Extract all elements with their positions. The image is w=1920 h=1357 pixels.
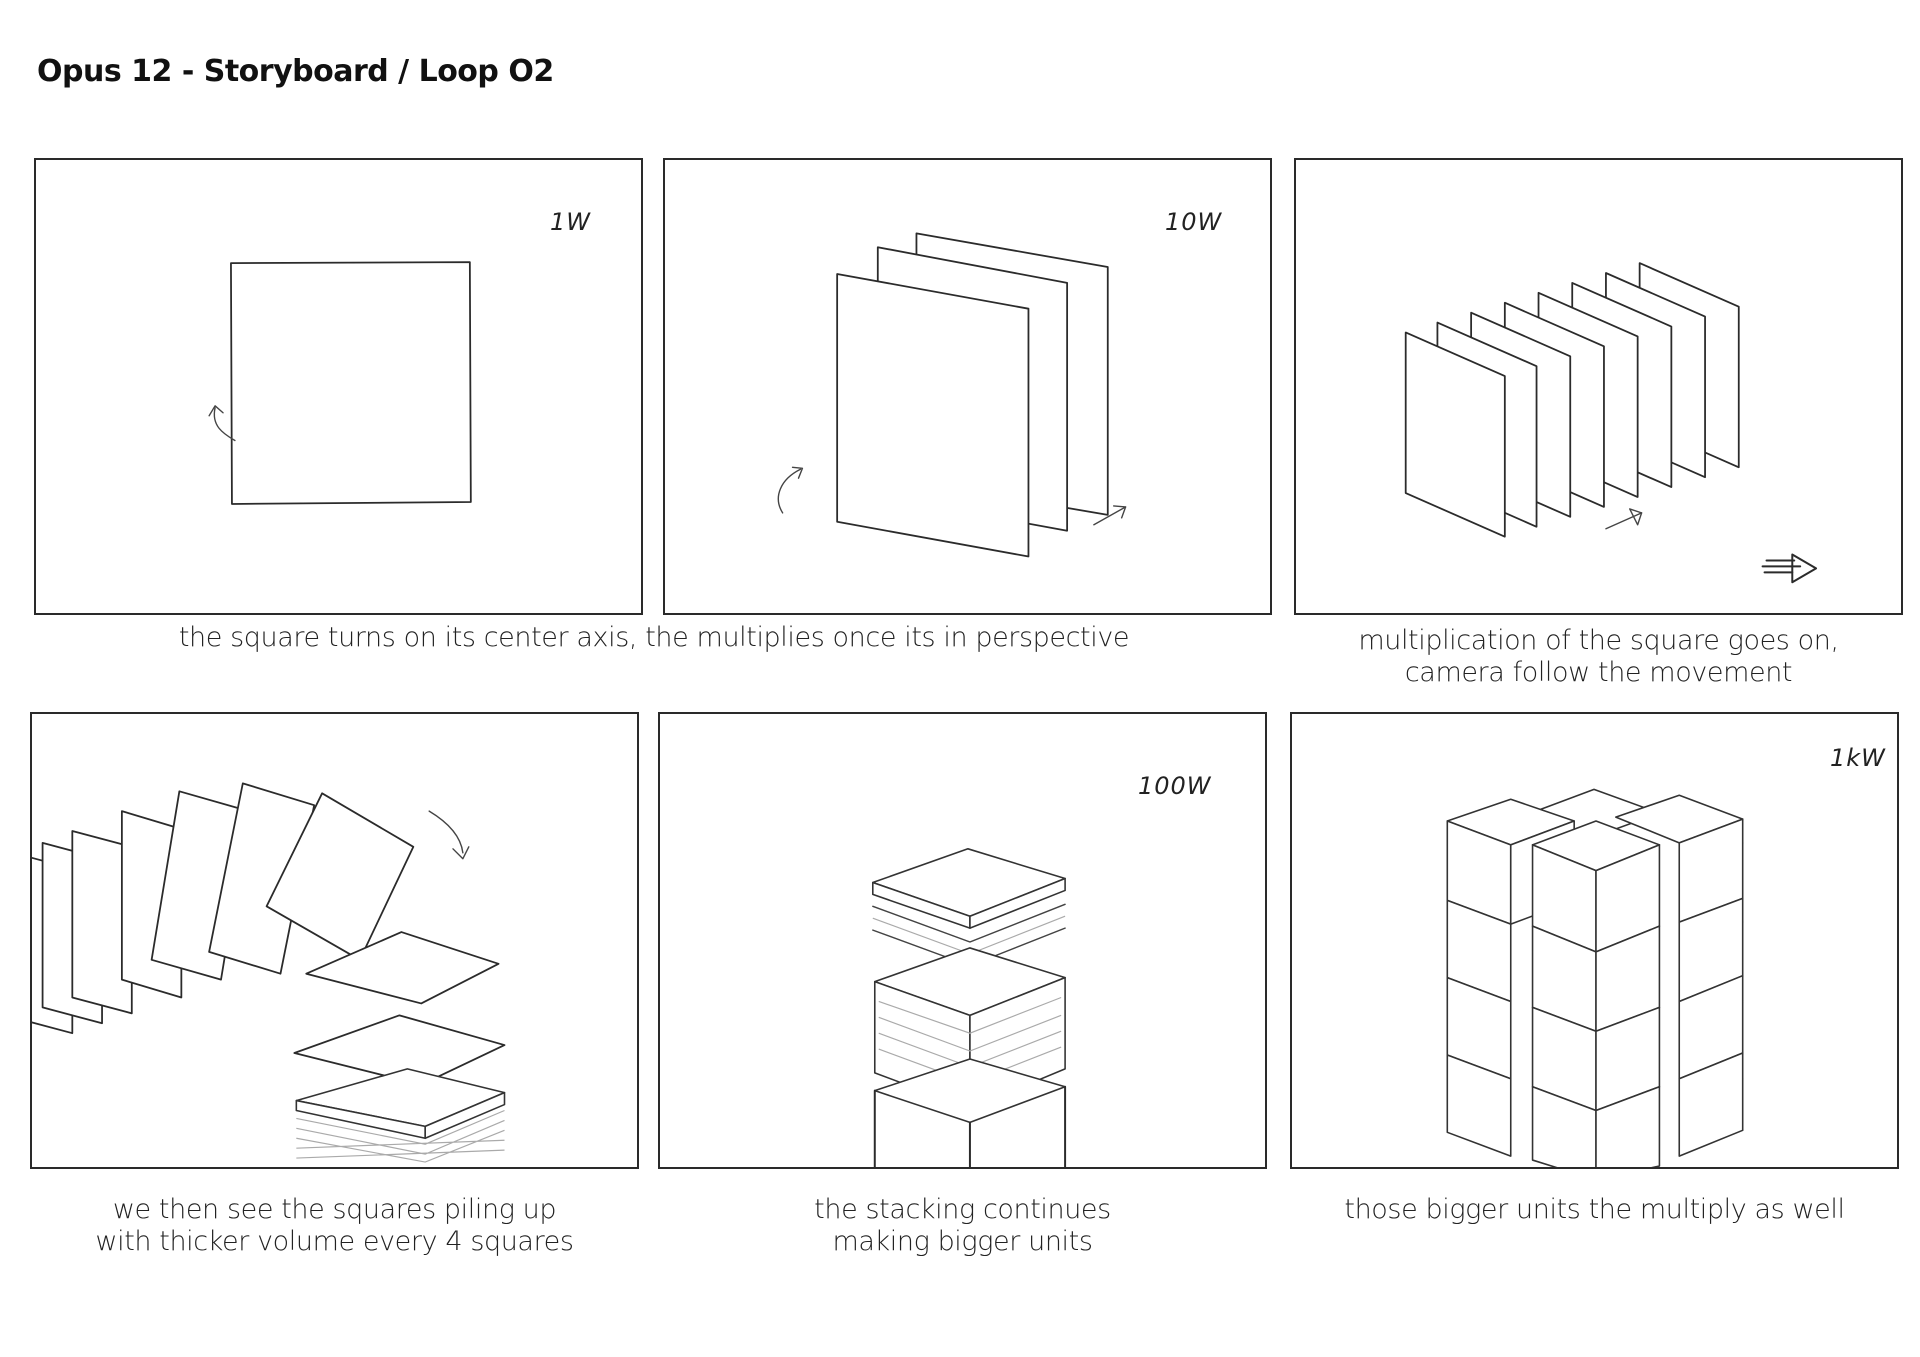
rotation-arrow-icon: [213, 407, 236, 442]
power-label: 1kW: [1830, 744, 1886, 772]
fall-arrow-icon: [428, 810, 464, 854]
sketch-multiplied-units: [1446, 788, 1744, 1167]
sketch-three-sheets: [777, 232, 1127, 558]
power-label: 1W: [550, 208, 591, 236]
sketch-stacking-column: [871, 848, 1067, 1167]
storyboard-panel-3: [1294, 158, 1903, 615]
page-title: Opus 12 - Storyboard / Loop O2: [37, 54, 554, 89]
storyboard-panel-1: 1W: [34, 158, 643, 615]
direction-arrow-icon: [1093, 506, 1127, 526]
rotation-arrow-icon: [777, 468, 802, 514]
caption-row2-right: those bigger units the multiply as well: [1344, 1194, 1845, 1225]
power-label: 100W: [1138, 772, 1212, 800]
storyboard-panel-5: 100W: [658, 712, 1267, 1169]
caption-row1-left: the square turns on its center axis, the…: [178, 622, 1130, 653]
storyboard-panel-4: [30, 712, 639, 1169]
caption-row1-right: multiplication of the square goes on, ca…: [1358, 625, 1839, 688]
sketch-squares-piling: [32, 782, 506, 1163]
camera-icon: [1761, 559, 1802, 574]
storyboard-panel-6: 1kW: [1290, 712, 1899, 1169]
sketch-single-square: [208, 261, 472, 505]
caption-row2-left: we then see the squares piling up with t…: [95, 1194, 574, 1257]
power-label: 10W: [1165, 208, 1223, 236]
storyboard-panel-2: 10W: [663, 158, 1272, 615]
sketch-many-sheets: [1404, 262, 1818, 584]
direction-arrow-icon: [1605, 512, 1643, 530]
caption-row2-mid: the stacking continues making bigger uni…: [814, 1194, 1111, 1257]
